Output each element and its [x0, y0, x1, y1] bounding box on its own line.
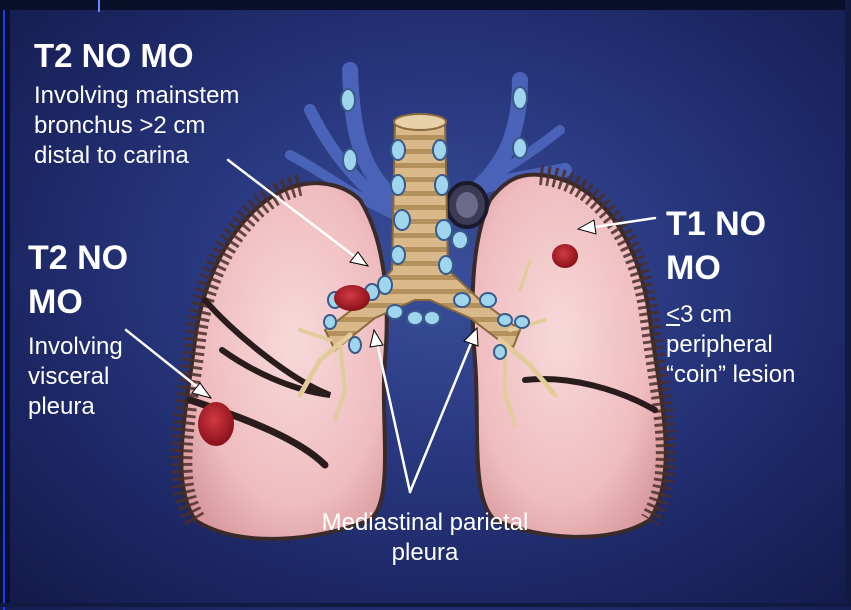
label-visceral-heading-2: MO [28, 280, 128, 324]
label-mediastinal-pleura: Mediastinal parietal pleura [285, 508, 565, 568]
label-mainstem-bronchus: T2 NO MO Involving mainstem bronchus >2 … [34, 37, 239, 171]
label-peripheral-heading-2: MO [666, 246, 795, 290]
label-visceral-line-2: visceral [28, 362, 128, 392]
label-peripheral-line-2: peripheral [666, 330, 795, 360]
label-visceral-heading-1: T2 NO [28, 236, 128, 280]
label-mainstem-heading: T2 NO MO [34, 37, 239, 75]
left-lung [181, 183, 386, 539]
label-peripheral-heading-1: T1 NO [666, 202, 795, 246]
visceral-pleura-lesion [198, 402, 234, 446]
label-mainstem-line-3: distal to carina [34, 141, 239, 171]
label-visceral-pleura: T2 NO MO Involving visceral pleura [28, 236, 128, 422]
mainstem-lesion [334, 285, 370, 311]
label-mediastinal-line-1: Mediastinal parietal [285, 508, 565, 538]
label-peripheral-line-1: <3 cm [666, 300, 795, 330]
label-mainstem-line-2: bronchus >2 cm [34, 111, 239, 141]
label-peripheral-size: 3 cm [680, 301, 732, 328]
label-mediastinal-line-2: pleura [285, 538, 565, 568]
lte-symbol: < [666, 301, 680, 328]
aortic-arch [447, 183, 487, 227]
label-visceral-line-1: Involving [28, 332, 128, 362]
label-mainstem-line-1: Involving mainstem [34, 81, 239, 111]
label-visceral-line-3: pleura [28, 392, 128, 422]
peripheral-coin-lesion [552, 244, 578, 268]
label-peripheral-lesion: T1 NO MO <3 cm peripheral “coin” lesion [666, 202, 795, 390]
label-peripheral-line-3: “coin” lesion [666, 360, 795, 390]
